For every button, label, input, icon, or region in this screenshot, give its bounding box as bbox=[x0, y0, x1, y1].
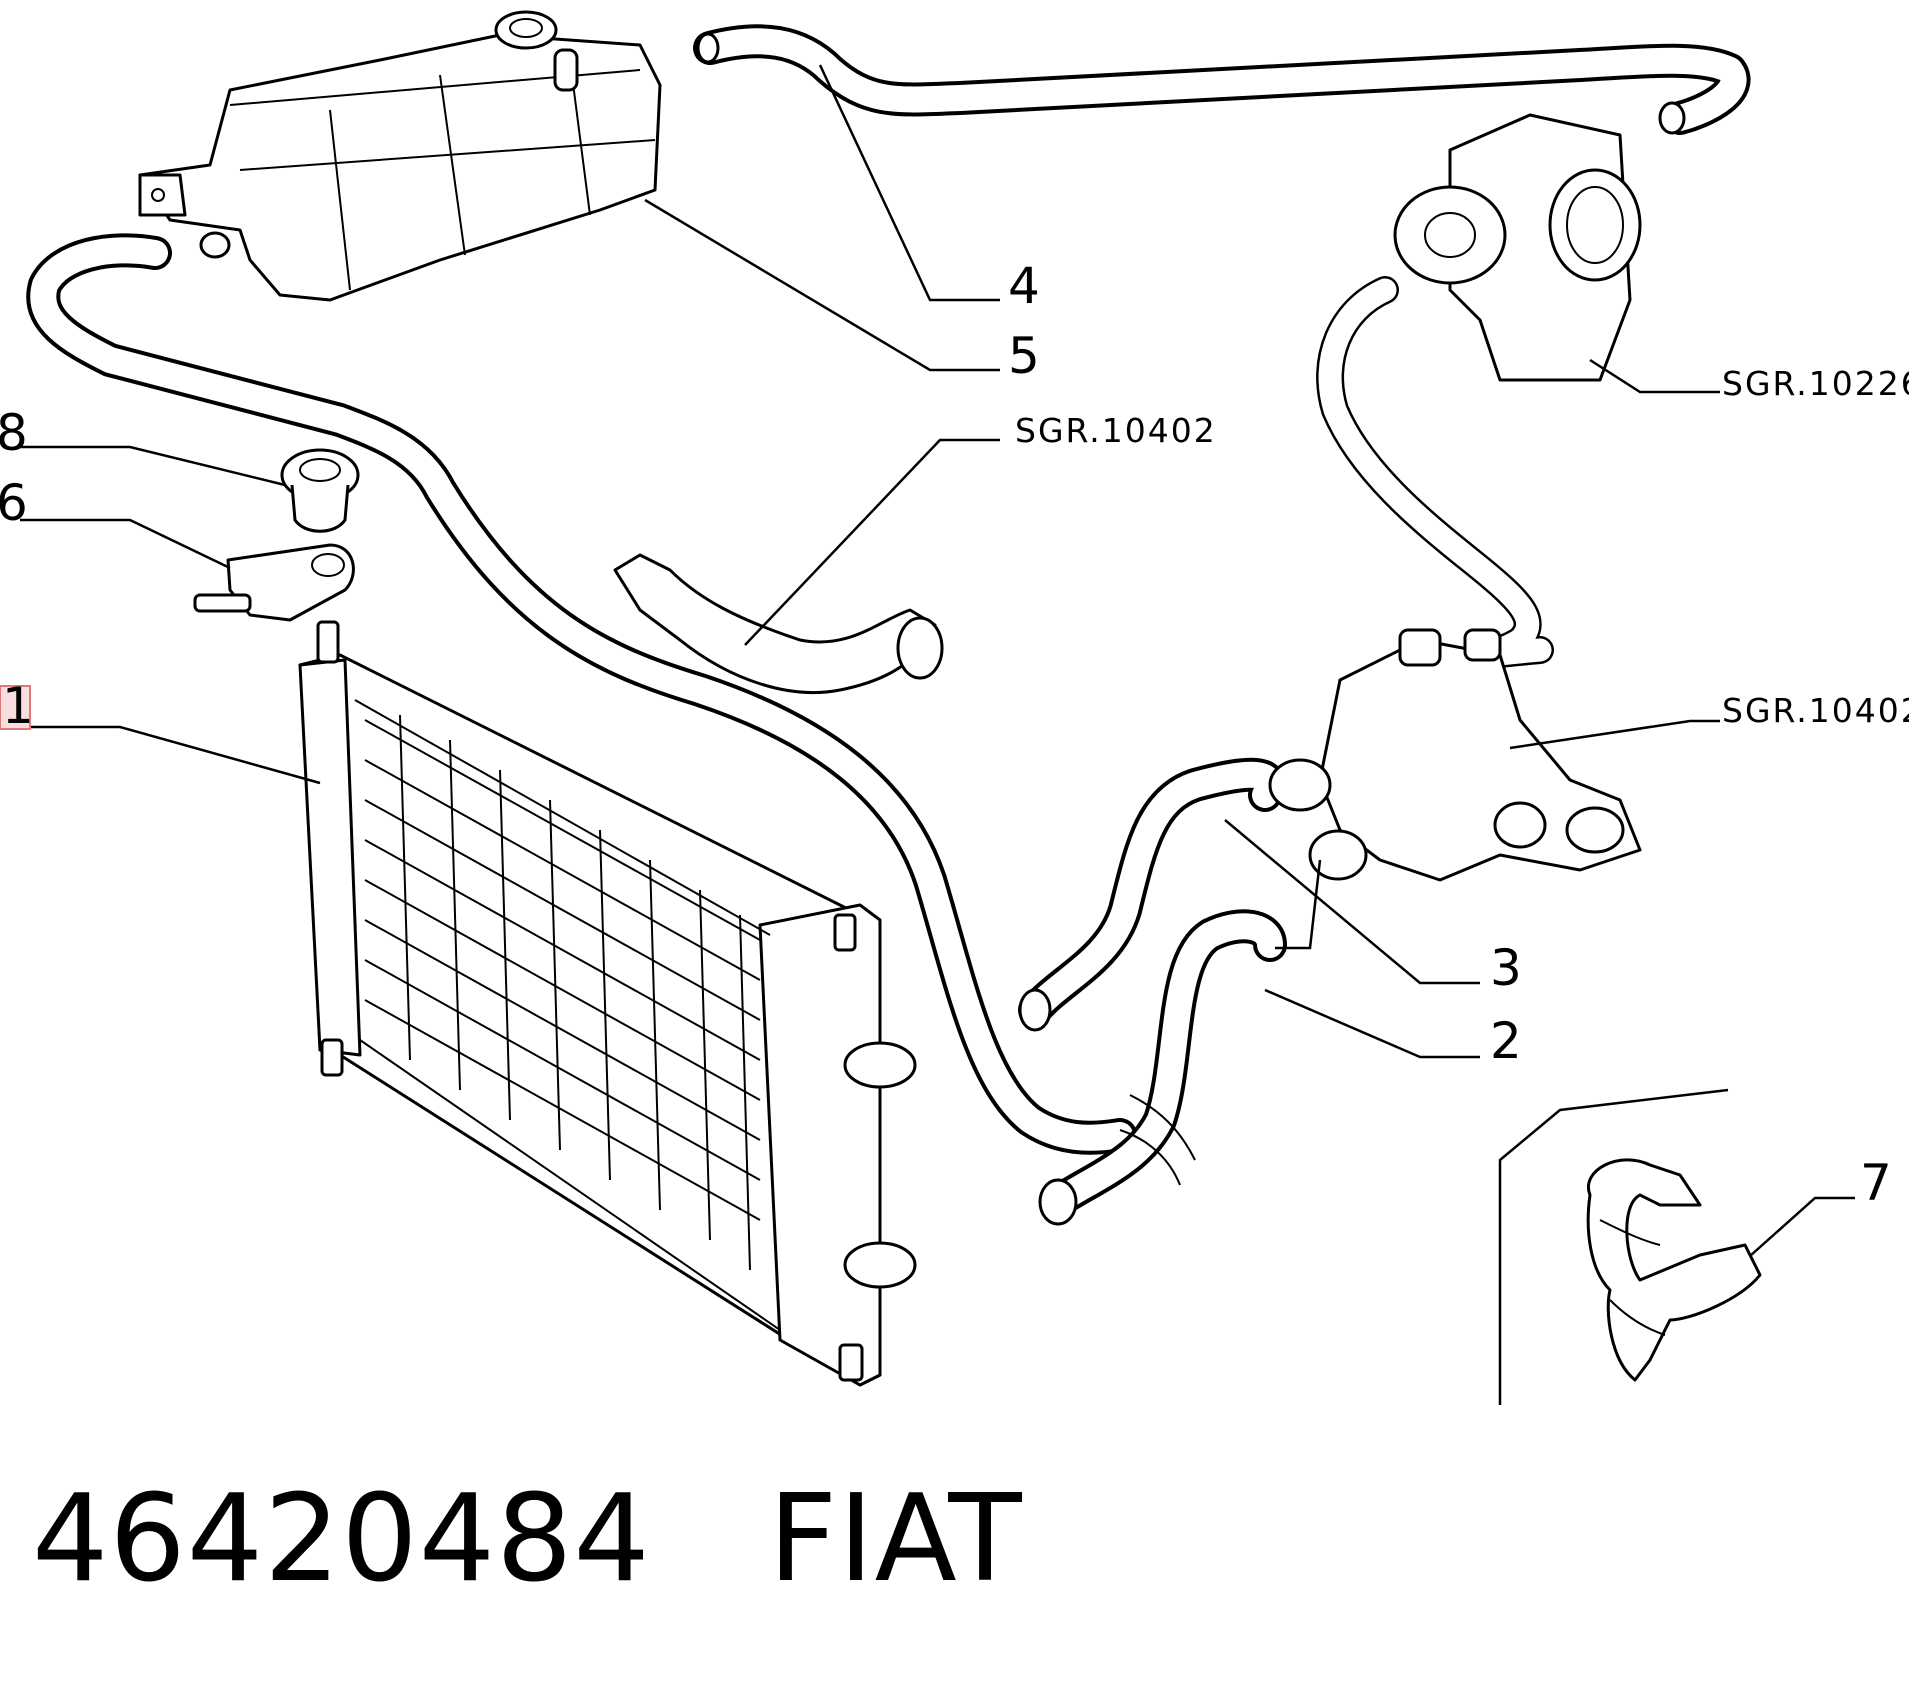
callout-4[interactable]: 4 bbox=[1008, 257, 1040, 315]
hose-3 bbox=[1018, 757, 1286, 1032]
ref-sgr-10402-middle[interactable]: SGR.10402 bbox=[1015, 411, 1217, 450]
callout-labels: 4 5 8 6 1 3 2 7 SGR.10402 SGR.10226 SGR.… bbox=[0, 257, 1909, 1212]
metal-pipe bbox=[613, 553, 944, 694]
leader-lines bbox=[20, 64, 1855, 1257]
callout-5[interactable]: 5 bbox=[1008, 327, 1040, 385]
brand-name: FIAT bbox=[768, 1470, 1023, 1609]
callout-2[interactable]: 2 bbox=[1490, 1012, 1522, 1070]
bracket bbox=[193, 543, 355, 622]
rubber-grommet bbox=[280, 448, 360, 533]
hose-clip bbox=[1586, 1158, 1762, 1382]
callout-1-highlight bbox=[0, 685, 31, 730]
thermostat-housing bbox=[1268, 628, 1642, 882]
hose-2 bbox=[1038, 909, 1287, 1226]
callout-3[interactable]: 3 bbox=[1490, 939, 1522, 997]
radiator-core-grid bbox=[364, 714, 761, 1271]
hose-upper-4 bbox=[693, 24, 1751, 135]
radiator bbox=[298, 620, 917, 1387]
ref-sgr-10402-right[interactable]: SGR.10402 bbox=[1722, 691, 1909, 730]
ref-sgr-10226[interactable]: SGR.10226 bbox=[1722, 364, 1909, 403]
part-caption: 46420484 FIAT bbox=[32, 1470, 1023, 1609]
callout-8[interactable]: 8 bbox=[0, 404, 28, 462]
hose-long-left bbox=[26, 233, 1137, 1155]
callout-7[interactable]: 7 bbox=[1860, 1154, 1892, 1212]
part-number: 46420484 bbox=[32, 1470, 651, 1609]
callout-1[interactable]: 1 bbox=[2, 677, 34, 735]
callout-6[interactable]: 6 bbox=[0, 474, 28, 532]
inset-frame bbox=[1498, 1088, 1729, 1405]
throttle-body bbox=[1393, 113, 1642, 382]
expansion-tank bbox=[138, 10, 662, 302]
